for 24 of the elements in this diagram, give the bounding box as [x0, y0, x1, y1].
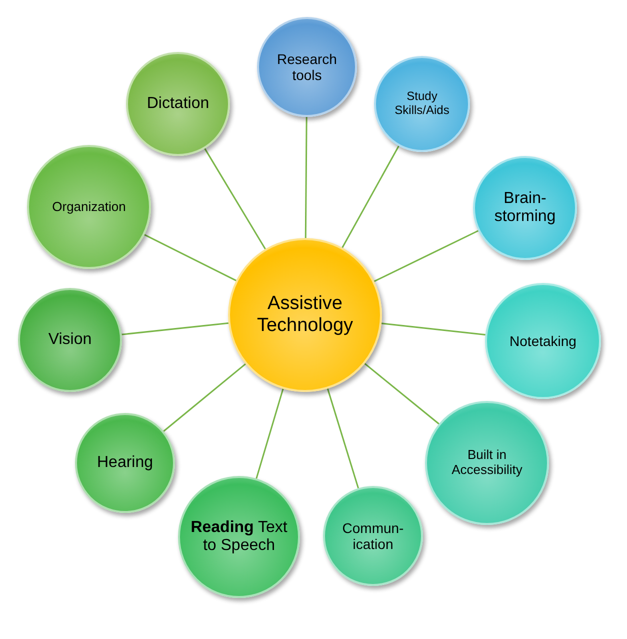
- connector-line: [364, 363, 440, 424]
- connector-line: [122, 322, 229, 336]
- node-label: Reading Text to Speech: [190, 518, 288, 556]
- node-label: Notetaking: [508, 332, 578, 350]
- connector-line: [163, 363, 246, 432]
- topic-circle: [425, 401, 549, 525]
- connector-line: [304, 117, 308, 238]
- node-label: Hearing: [96, 454, 154, 472]
- node-label: Dictation: [146, 94, 210, 114]
- node-label: Brain-storming: [493, 190, 557, 226]
- connector-line: [256, 388, 284, 479]
- node-label: Vision: [47, 330, 93, 350]
- node-label: Study Skills/Aids: [394, 90, 450, 118]
- node-label: Assistive Technology: [256, 293, 354, 337]
- connector-line: [381, 322, 486, 336]
- connector-line: [144, 234, 236, 282]
- connector-line: [342, 146, 400, 248]
- node-label: Research tools: [276, 50, 338, 84]
- connector-line: [326, 388, 360, 488]
- node-label: Built in Accessibility: [450, 448, 524, 478]
- connector-line: [374, 230, 479, 282]
- node-label: Organization: [51, 200, 127, 214]
- node-label: Commun-ication: [341, 520, 405, 552]
- connector-line: [204, 148, 266, 250]
